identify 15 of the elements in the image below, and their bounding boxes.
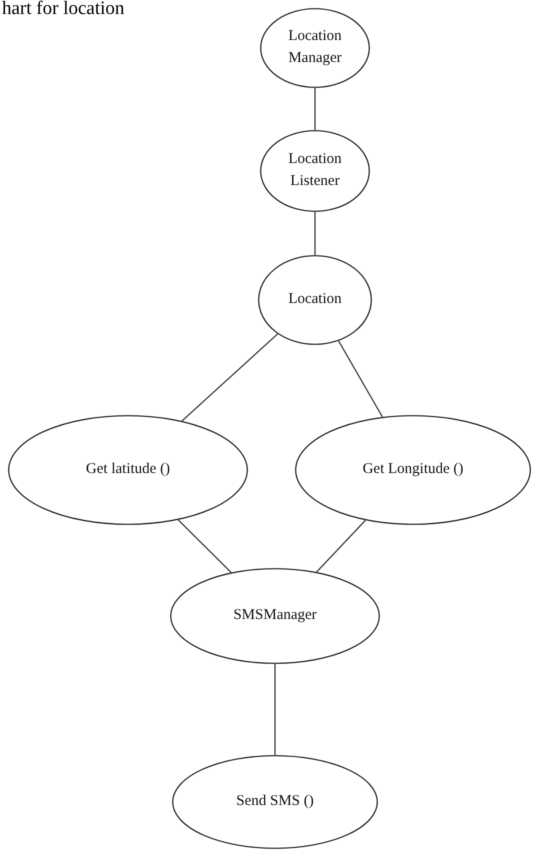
node-label: Get latitude ()	[86, 460, 170, 480]
node-label: Location Manager	[287, 27, 343, 68]
node-label: Get Longitude ()	[362, 460, 464, 480]
connector-line	[182, 334, 278, 422]
connector-line	[314, 212, 316, 255]
node-label: Location Listener	[287, 150, 343, 191]
connector-line	[338, 340, 383, 418]
connector-line	[274, 664, 276, 755]
node-label: SMSManager	[233, 606, 317, 626]
caption-text: hart for location	[2, 0, 124, 20]
connector-line	[178, 520, 232, 573]
node-label: Location	[288, 290, 342, 310]
node-label: Send SMS ()	[236, 792, 314, 812]
connector-line	[316, 520, 366, 572]
connector-line	[314, 88, 316, 130]
